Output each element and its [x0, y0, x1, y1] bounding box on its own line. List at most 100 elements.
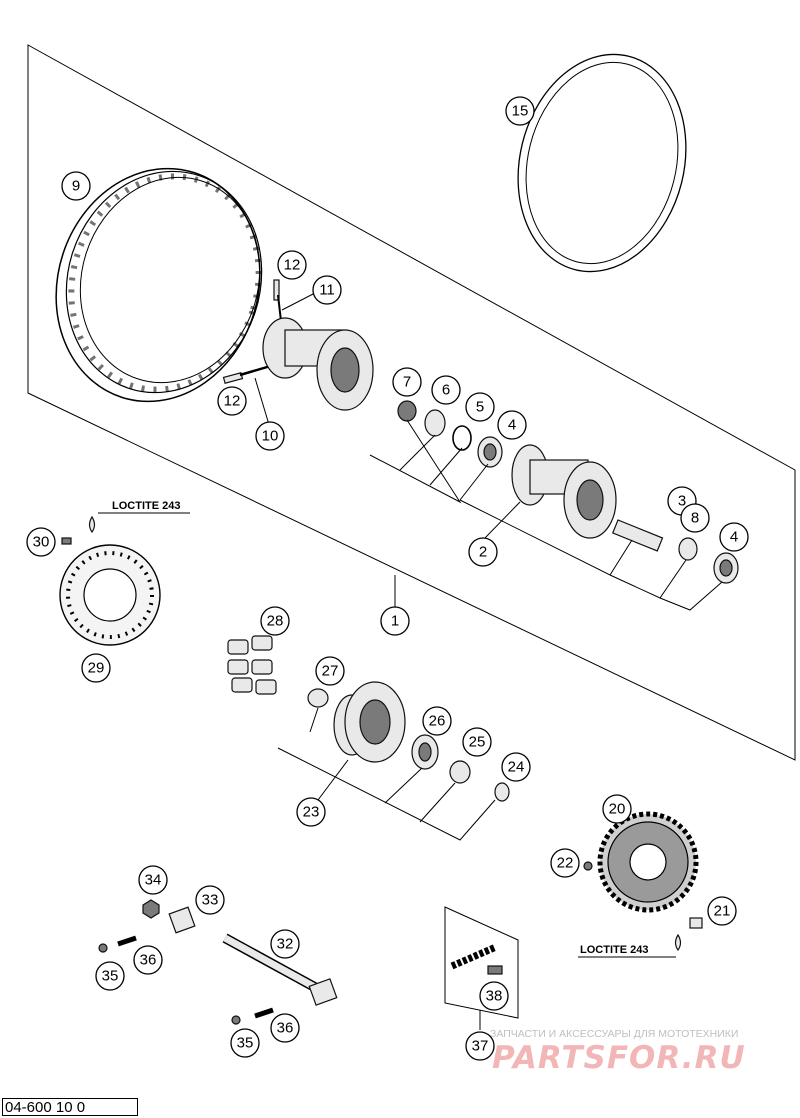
distance-washer-part: [678, 537, 698, 561]
callout-4-lower: 4: [719, 522, 749, 552]
cush-drive-rubbers-part: [227, 635, 277, 695]
svg-text:24: 24: [508, 759, 525, 776]
carrier-bearing-part: [411, 734, 439, 770]
svg-text:35: 35: [102, 968, 119, 985]
callout-2: 2: [468, 537, 498, 567]
svg-text:15: 15: [512, 103, 529, 120]
callout-10: 10: [255, 421, 285, 451]
svg-text:33: 33: [202, 892, 219, 909]
loctite-label-sprocket: LOCTITE 243: [580, 944, 648, 956]
callout-9: 9: [61, 171, 91, 201]
callout-29: 29: [81, 653, 111, 683]
circlip-part: [452, 425, 472, 451]
callout-5: 5: [465, 392, 495, 422]
spacer-part: [424, 409, 446, 437]
callout-36-lower: 36: [270, 1013, 300, 1043]
svg-text:20: 20: [609, 801, 626, 818]
svg-text:21: 21: [714, 903, 731, 920]
callout-20: 20: [602, 794, 632, 824]
svg-text:27: 27: [322, 663, 339, 680]
loctite-drop-disc: [88, 515, 96, 534]
leader-10: [254, 377, 271, 429]
callout-1: 1: [380, 606, 410, 636]
leader-assembly-row-7: [659, 581, 723, 611]
leader-assembly-row-2: [399, 434, 436, 471]
svg-text:36: 36: [140, 952, 157, 969]
svg-text:5: 5: [476, 399, 484, 416]
svg-text:26: 26: [429, 713, 446, 730]
svg-text:1: 1: [391, 613, 399, 630]
callout-6: 6: [431, 375, 461, 405]
callout-4-upper: 4: [497, 410, 527, 440]
callout-32: 32: [270, 929, 300, 959]
chain-part: [450, 943, 498, 970]
callout-38: 38: [479, 981, 509, 1011]
callout-28: 28: [260, 606, 290, 636]
spoke-nipple-lower: [222, 372, 244, 384]
chain-adjuster-part: [168, 906, 196, 934]
svg-text:36: 36: [277, 1020, 294, 1037]
rear-hub-part: [511, 444, 617, 539]
svg-text:29: 29: [88, 660, 105, 677]
callout-15: 15: [505, 96, 535, 126]
leader-assembly-row-4: [459, 463, 489, 501]
loctite-label-disc: LOCTITE 243: [112, 500, 180, 512]
adjuster-nut-lower: [231, 1015, 241, 1025]
svg-text:2: 2: [479, 544, 487, 561]
svg-text:6: 6: [442, 382, 450, 399]
seal-part: [397, 400, 417, 422]
carrier-circlip-part: [449, 760, 471, 784]
carrier-seal-part: [307, 688, 329, 708]
svg-text:28: 28: [267, 613, 284, 630]
leader-assembly-row-6: [609, 559, 687, 599]
axle-adjuster-part: [308, 978, 338, 1006]
adjuster-screw-upper: [117, 935, 137, 947]
callout-27: 27: [315, 656, 345, 686]
callout-22: 22: [550, 848, 580, 878]
callout-30: 30: [26, 527, 56, 557]
svg-text:22: 22: [557, 855, 574, 872]
callout-11: 11: [312, 275, 342, 305]
chain-master-link-part: [487, 965, 503, 975]
svg-text:12: 12: [224, 393, 241, 410]
callout-24: 24: [501, 752, 531, 782]
svg-text:34: 34: [145, 872, 162, 889]
callout-33: 33: [195, 885, 225, 915]
callout-36-upper: 36: [133, 945, 163, 975]
spoke-nipple-upper: [273, 279, 280, 301]
rear-sprocket-part: [597, 811, 699, 913]
sprocket-nut-part: [583, 861, 593, 871]
callout-8: 8: [680, 503, 710, 533]
svg-text:30: 30: [33, 534, 50, 551]
svg-text:38: 38: [486, 988, 503, 1005]
callout-25: 25: [462, 727, 492, 757]
callout-37: 37: [465, 1031, 495, 1061]
leader-11: [281, 292, 316, 311]
leader-carrier-b: [384, 767, 423, 804]
watermark-tagline: ЗАПЧАСТИ И АКСЕССУАРЫ ДЛЯ МОТОТЕХНИКИ: [490, 1028, 738, 1040]
svg-text:23: 23: [303, 804, 320, 821]
callout-12-upper: 12: [277, 250, 307, 280]
sprocket-carrier-part: [333, 681, 406, 763]
callout-35-upper: 35: [95, 961, 125, 991]
svg-text:35: 35: [237, 1035, 254, 1052]
adjuster-screw-lower: [254, 1007, 274, 1019]
chain-frame: [444, 906, 519, 1019]
bearing-part-upper: [477, 436, 503, 468]
callout-7: 7: [392, 367, 422, 397]
svg-text:4: 4: [508, 417, 516, 434]
leader-carrier-row: [277, 747, 496, 841]
leader-23: [317, 759, 349, 801]
svg-text:3: 3: [678, 493, 686, 510]
adjuster-nut-upper: [98, 943, 108, 953]
leader-carrier-a: [309, 707, 319, 733]
svg-text:37: 37: [472, 1038, 489, 1055]
loctite-drop-sprocket: [674, 933, 682, 952]
svg-text:9: 9: [72, 178, 80, 195]
document-number: 04-600 10 0: [2, 1098, 138, 1116]
svg-text:4: 4: [730, 529, 738, 546]
axle-part: [222, 933, 323, 995]
rim-part: [55, 167, 263, 403]
leader-assembly-row-3: [429, 447, 463, 486]
